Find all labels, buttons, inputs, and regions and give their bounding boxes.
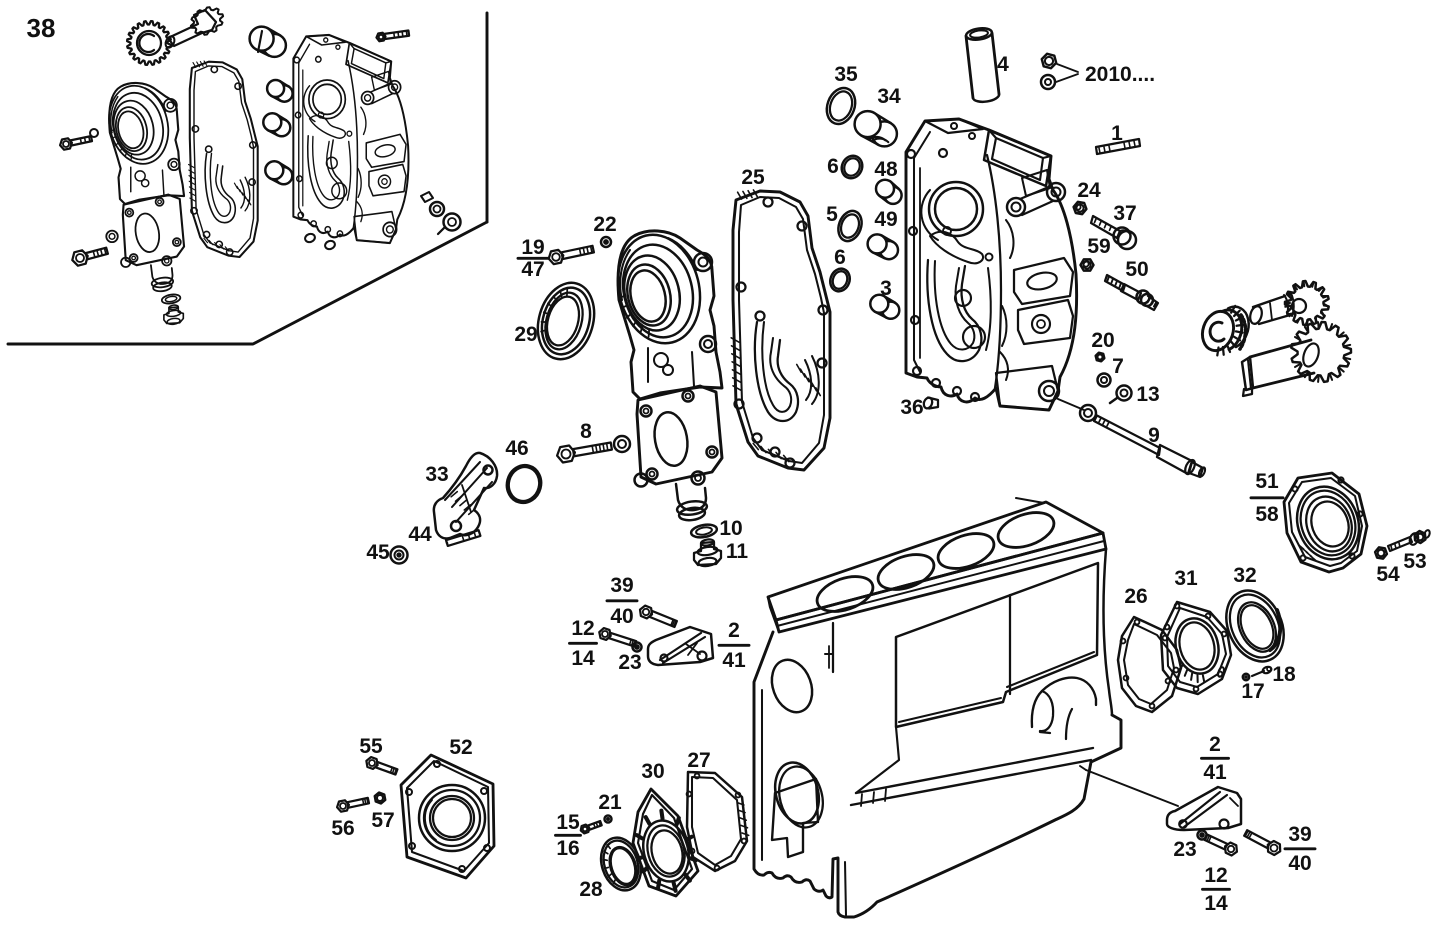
svg-text:59: 59 (1087, 235, 1110, 258)
svg-text:32: 32 (1233, 564, 1256, 587)
svg-text:1: 1 (1111, 122, 1123, 145)
svg-text:7: 7 (1112, 355, 1124, 378)
svg-text:29: 29 (514, 323, 537, 346)
svg-text:47: 47 (521, 258, 544, 281)
svg-text:18: 18 (1272, 663, 1296, 686)
svg-text:50: 50 (1125, 258, 1148, 281)
svg-text:54: 54 (1376, 563, 1400, 586)
svg-text:8: 8 (580, 420, 592, 443)
svg-text:15: 15 (556, 811, 580, 834)
svg-text:4: 4 (997, 53, 1009, 76)
svg-text:20: 20 (1091, 329, 1114, 352)
svg-text:12: 12 (1204, 864, 1227, 887)
svg-text:33: 33 (425, 463, 448, 486)
svg-text:46: 46 (505, 437, 528, 460)
svg-text:55: 55 (359, 735, 383, 758)
svg-text:16: 16 (556, 837, 579, 860)
svg-text:30: 30 (641, 760, 664, 783)
svg-text:27: 27 (687, 749, 710, 772)
svg-text:6: 6 (827, 155, 839, 178)
svg-text:57: 57 (371, 809, 394, 832)
svg-text:52: 52 (449, 736, 472, 759)
svg-text:24: 24 (1077, 179, 1101, 202)
svg-text:17: 17 (1241, 680, 1264, 703)
svg-text:56: 56 (331, 817, 354, 840)
svg-text:35: 35 (834, 63, 858, 86)
svg-text:39: 39 (1288, 823, 1311, 846)
svg-text:2: 2 (728, 619, 740, 642)
svg-text:48: 48 (874, 158, 898, 181)
svg-text:25: 25 (741, 166, 765, 189)
svg-text:41: 41 (722, 649, 746, 672)
svg-text:26: 26 (1124, 585, 1147, 608)
svg-text:51: 51 (1255, 470, 1279, 493)
svg-text:9: 9 (1148, 424, 1160, 447)
svg-text:36: 36 (900, 396, 923, 419)
svg-text:23: 23 (618, 651, 641, 674)
svg-text:37: 37 (1113, 202, 1136, 225)
svg-text:38: 38 (27, 13, 56, 43)
svg-text:40: 40 (610, 605, 633, 628)
svg-text:39: 39 (610, 574, 633, 597)
svg-text:13: 13 (1136, 383, 1159, 406)
svg-text:44: 44 (408, 523, 432, 546)
svg-text:2: 2 (1209, 733, 1221, 756)
svg-text:34: 34 (877, 85, 901, 108)
svg-text:45: 45 (366, 541, 390, 564)
svg-text:11: 11 (726, 540, 749, 563)
svg-text:21: 21 (598, 791, 622, 814)
svg-text:53: 53 (1403, 550, 1426, 573)
svg-text:31: 31 (1174, 567, 1198, 590)
svg-text:3: 3 (880, 277, 892, 300)
svg-text:41: 41 (1203, 761, 1227, 784)
svg-text:40: 40 (1288, 852, 1311, 875)
svg-text:28: 28 (579, 878, 603, 901)
svg-text:14: 14 (571, 647, 595, 670)
svg-text:22: 22 (593, 213, 616, 236)
svg-text:58: 58 (1255, 503, 1279, 526)
svg-text:12: 12 (571, 617, 594, 640)
svg-text:49: 49 (874, 208, 897, 231)
svg-text:2010....: 2010.... (1085, 63, 1155, 86)
svg-text:6: 6 (834, 246, 846, 269)
svg-text:14: 14 (1204, 892, 1228, 915)
svg-text:19: 19 (521, 236, 544, 259)
svg-text:23: 23 (1173, 838, 1196, 861)
svg-text:10: 10 (719, 517, 742, 540)
svg-text:5: 5 (826, 203, 838, 226)
